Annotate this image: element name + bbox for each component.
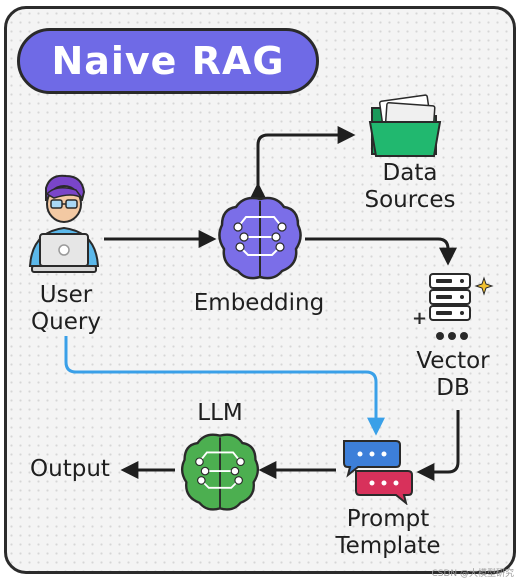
diagram-title: Naive RAG (51, 39, 285, 83)
label-embedding: Embedding (193, 290, 325, 316)
database-server-icon: + (412, 273, 494, 340)
brain-network-icon (218, 196, 302, 280)
svg-text:+: + (412, 308, 427, 329)
brain-network-icon (181, 433, 259, 511)
label-vector-db: Vector DB (416, 348, 490, 401)
chat-bubbles-icon (343, 440, 413, 505)
label-output: Output (30, 456, 110, 482)
arrow-user-to-prompt (64, 336, 385, 436)
watermark: CSDN @大模型研究 (431, 569, 514, 579)
label-prompt-template: Prompt Template (335, 506, 441, 559)
user-laptop-icon (28, 174, 100, 273)
label-user-query: User Query (31, 282, 101, 335)
title-pill: Naive RAG (17, 28, 319, 94)
arrow-vectordb-to-prompt (416, 410, 460, 481)
arrow-embedding-to-vectordb (305, 237, 457, 266)
arrow-embedding-datasources (249, 126, 356, 201)
label-data-sources: Data Sources (364, 160, 456, 213)
folder-icon (368, 94, 442, 157)
label-llm: LLM (197, 400, 243, 426)
